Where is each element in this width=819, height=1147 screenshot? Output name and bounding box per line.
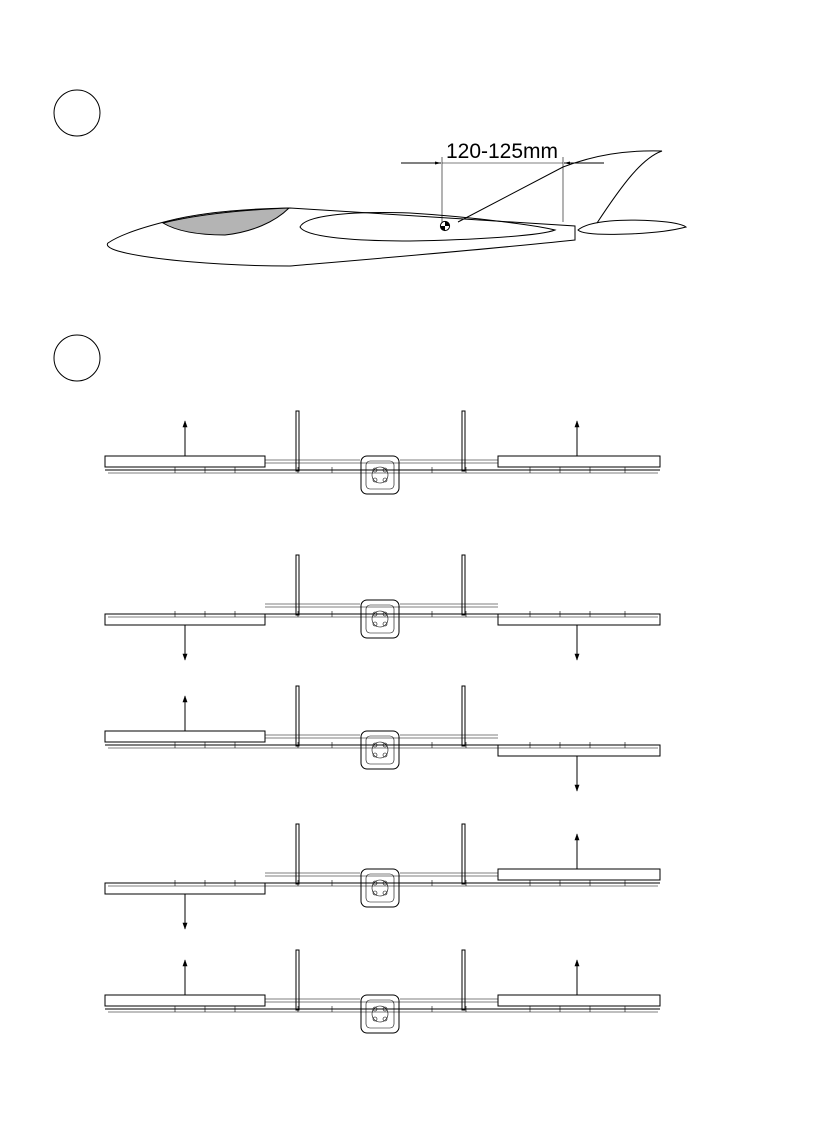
motor-mount [361,731,399,769]
motor-mount [361,600,399,638]
elevon-view-4 [105,824,660,929]
left-fin [296,686,299,746]
left-fin [296,824,299,884]
right-elevon [498,995,660,1006]
step-2-marker [54,335,100,381]
right-fin [462,950,465,1010]
motor-mount [361,456,399,494]
elevon-view-2 [105,555,660,660]
elevon-view-3 [105,686,660,791]
cg-marker [440,221,449,230]
right-fin [462,686,465,746]
left-fin [296,950,299,1010]
cg-dimension: 120-125mm [401,140,604,222]
right-elevon [498,745,660,756]
motor-mount [361,995,399,1033]
cg-dimension-label: 120-125mm [446,140,558,163]
motor-mount [361,869,399,907]
left-fin [296,555,299,615]
left-fin [296,411,299,471]
left-elevon [105,456,265,467]
right-elevon [498,614,660,625]
right-elevon [498,456,660,467]
horizontal-stabilizer [578,220,686,234]
left-elevon [105,883,265,894]
elevon-view-1 [105,411,660,494]
right-elevon [498,869,660,880]
canopy [163,208,289,235]
left-elevon [105,731,265,742]
elevon-views [105,411,660,1033]
step-1-marker [54,90,100,136]
left-elevon [105,614,265,625]
elevon-view-5 [105,950,660,1033]
right-fin [462,411,465,471]
left-elevon [105,995,265,1006]
right-fin [462,555,465,615]
right-fin [462,824,465,884]
aircraft-side-view: 120-125mm [107,140,686,266]
